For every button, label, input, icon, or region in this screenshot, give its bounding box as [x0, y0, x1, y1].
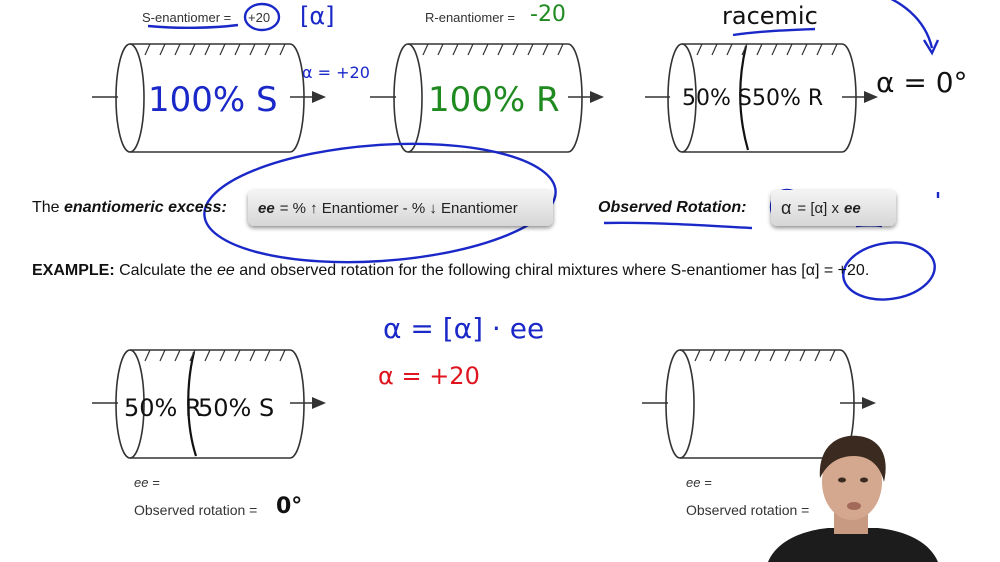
tube4-left-content: 50% R: [124, 394, 202, 422]
polarimeter-tube-2: [370, 43, 604, 153]
tube3-left-content: 50% S: [682, 86, 752, 111]
right-ee-label: ee =: [686, 475, 712, 490]
s-enantiomer-value: +20: [248, 10, 271, 25]
specific-rotation-note: [α]: [300, 2, 335, 30]
tube1-rotation: α = +20: [302, 63, 370, 82]
s-enantiomer-label: S-enantiomer =: [142, 10, 232, 25]
example-text-after: and observed rotation for the following …: [239, 262, 797, 279]
observed-alpha: α: [781, 197, 792, 218]
presenter-video: [768, 430, 938, 562]
left-observed-rotation-value: 0°: [276, 494, 303, 519]
tube4-right-content: 50% S: [198, 394, 275, 422]
ee-formula-variable: ee: [258, 199, 275, 217]
polarimeter-tube-4: [92, 349, 326, 459]
observed-formula-ee: ee: [844, 199, 861, 217]
polarimeter-tube-3: [645, 43, 878, 153]
work-formula: α = [α] · ee: [383, 312, 545, 345]
observed-rotation-formula-box: α = [α] x ee: [771, 190, 896, 226]
example-value: [α] = +20.: [801, 262, 870, 279]
enantiomeric-excess-heading: The enantiomeric excess:: [32, 199, 227, 217]
tube1-content: 100% S: [148, 80, 278, 120]
observed-formula-text: = [α] x: [797, 199, 840, 217]
left-ee-label: ee =: [134, 475, 160, 490]
r-enantiomer-label: R-enantiomer =: [425, 10, 515, 25]
example-ee: ee: [216, 262, 235, 279]
example-label: EXAMPLE:: [32, 262, 115, 279]
example-text-before: Calculate the: [119, 262, 213, 279]
right-observed-rotation-label: Observed rotation =: [686, 502, 810, 518]
work-result: α = +20: [378, 362, 480, 390]
tube2-content: 100% R: [428, 80, 560, 120]
observed-rotation-heading: Observed Rotation:: [598, 199, 746, 217]
polarimeter-tube-1: [92, 43, 326, 153]
ee-formula-box: ee = % ↑ Enantiomer - % ↓ Enantiomer: [248, 190, 553, 226]
tube3-rotation: α = 0°: [876, 66, 968, 99]
racemic-note: racemic: [722, 2, 818, 30]
ee-lead: The: [32, 199, 60, 216]
ee-formula-text: = % ↑ Enantiomer - % ↓ Enantiomer: [279, 199, 518, 217]
left-observed-rotation-label: Observed rotation =: [134, 502, 258, 518]
presenter-silhouette: [768, 435, 938, 562]
tube3-right-content: 50% R: [752, 86, 824, 111]
observed-rotation-label: Observed Rotation:: [598, 199, 747, 216]
r-enantiomer-value: -20: [530, 2, 566, 27]
example-statement: EXAMPLE: Calculate the ee and observed r…: [32, 262, 869, 280]
ee-term: enantiomeric excess:: [64, 199, 227, 216]
